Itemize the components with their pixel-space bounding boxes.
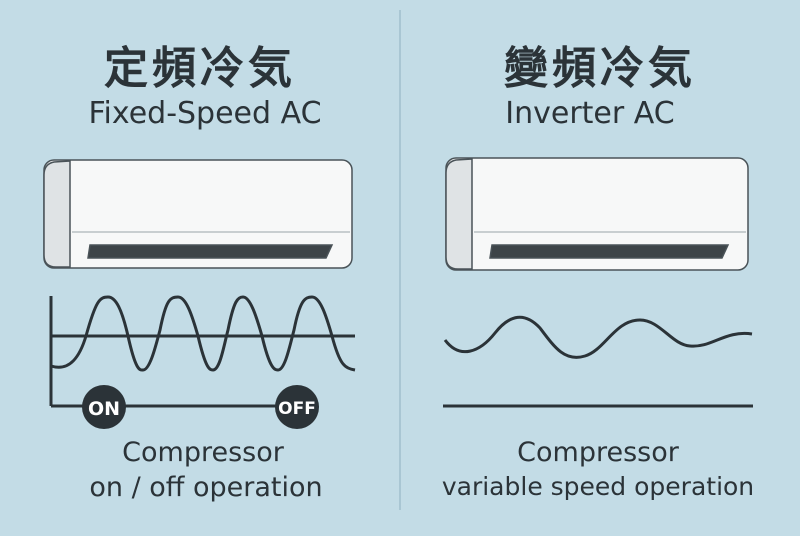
right-caption-line2: variable speed operation: [441, 472, 755, 501]
center-divider: [399, 10, 401, 510]
left-title: 定頻冷気: [104, 43, 296, 94]
on-label: ON: [88, 398, 120, 420]
off-label: OFF: [278, 399, 316, 419]
right-caption-line1: Compressor: [517, 437, 679, 468]
left-caption-line2: on / off operation: [89, 472, 323, 503]
left-subtitle: Fixed-Speed AC: [88, 96, 322, 131]
right-subtitle: Inverter AC: [505, 96, 675, 131]
variable-speed-wave-graph: [443, 315, 753, 408]
off-badge: OFF: [275, 385, 319, 429]
right-title: 變頻冷気: [504, 43, 696, 94]
left-caption-line1: Compressor: [122, 437, 284, 468]
right-ac-unit-icon: [445, 157, 749, 271]
on-badge: ON: [82, 385, 126, 429]
left-ac-unit-icon: [43, 159, 353, 269]
